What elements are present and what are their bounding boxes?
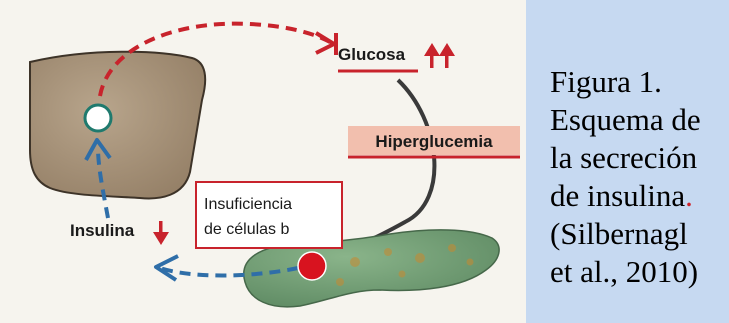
glucose-label: Glucosa [338,45,406,64]
diagram-svg: Glucosa Hiperglucemia [0,0,526,323]
liver-shape [30,52,205,199]
caption-line-2: Esquema de [550,102,701,138]
caption-line-1: Figura 1. [550,64,662,100]
liver-receptor-circle [85,105,111,131]
caption-line-4: de insulina. [550,178,693,214]
insufficiency-line1: Insuficiencia [204,196,292,213]
hyperglycemia-label: Hiperglucemia [375,132,493,151]
glucose-to-pancreas-arrow [340,80,434,252]
diagram-panel: Glucosa Hiperglucemia [0,0,526,323]
caption-line-3: la secreción [550,140,697,176]
caption-panel: Figura 1. Esquema de la secreción de ins… [526,0,729,323]
caption-line-4-text: de insulina [550,178,685,213]
caption-period: . [685,178,693,213]
insulin-label: Insulina [70,221,135,240]
caption-line-6: et al., 2010) [550,254,698,290]
insufficiency-line2: de células b [204,221,289,238]
glucose-arrowhead [316,33,334,53]
glucose-increase-icon [424,43,455,68]
insulin-decrease-icon [153,221,169,245]
caption-line-5: (Silbernagl [550,216,688,252]
pancreas-receptor-dot [298,252,326,280]
insufficiency-box [196,182,342,248]
